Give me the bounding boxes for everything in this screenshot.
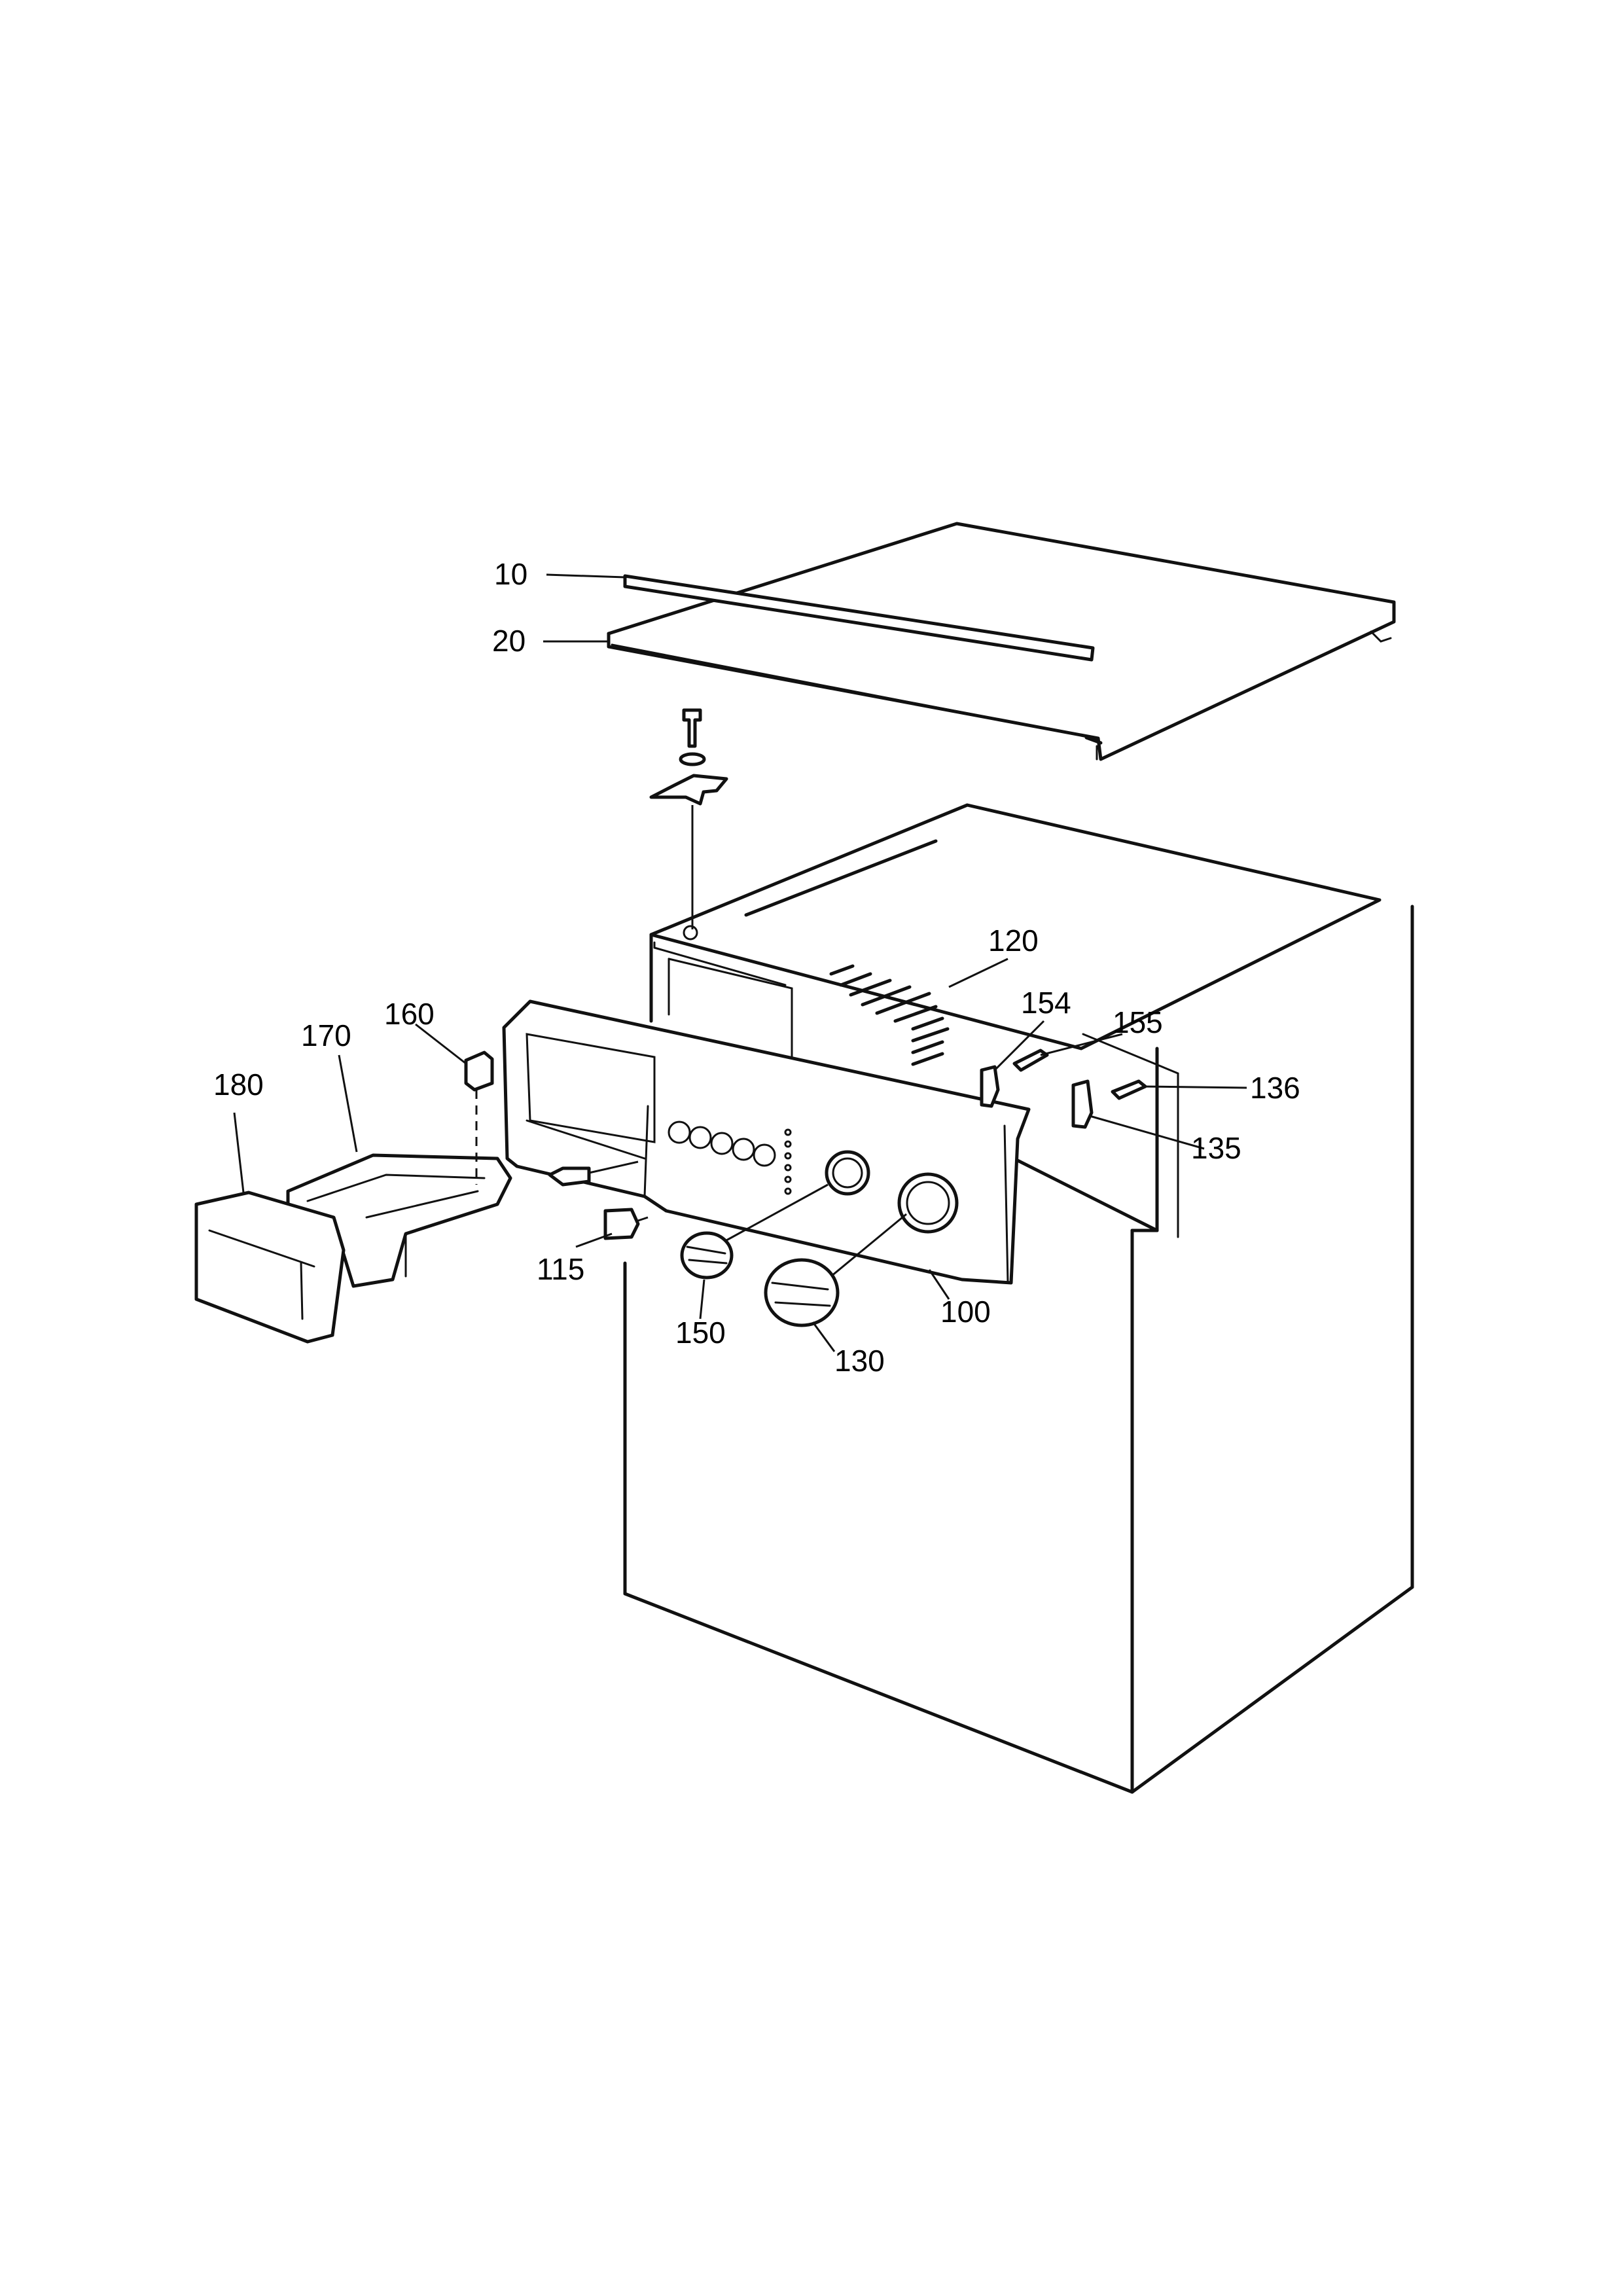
label-155: 155 [1113, 1005, 1163, 1039]
label-120: 120 [988, 924, 1039, 958]
knob-small [680, 1183, 829, 1280]
lid-screw-bracket [649, 708, 728, 929]
label-130: 130 [834, 1344, 885, 1378]
lamp-plug [603, 1208, 649, 1240]
part-labels: 10 20 120 154 155 136 135 100 130 150 11… [213, 557, 1300, 1378]
leader-lines [233, 573, 1247, 1352]
label-100: 100 [940, 1295, 991, 1329]
label-10: 10 [494, 557, 527, 591]
vent-grille [829, 964, 950, 1066]
control-panel [502, 999, 1031, 1285]
switch-154 [980, 1065, 1000, 1108]
label-135: 135 [1191, 1131, 1241, 1165]
label-150: 150 [675, 1316, 726, 1350]
siphon-cap [464, 1050, 494, 1185]
label-180: 180 [213, 1067, 264, 1102]
knob-large [764, 1213, 907, 1327]
lid-strip [623, 574, 1095, 662]
label-160: 160 [384, 997, 435, 1031]
drawer-front [194, 1191, 346, 1344]
label-20: 20 [492, 624, 526, 658]
pin-136 [1111, 1079, 1147, 1100]
label-115: 115 [537, 1252, 584, 1286]
cabinet-body [623, 803, 1414, 1794]
label-154: 154 [1021, 986, 1071, 1020]
pin-155 [1012, 1049, 1049, 1072]
label-136: 136 [1250, 1071, 1300, 1105]
label-170: 170 [301, 1018, 351, 1052]
panel-screw [548, 1160, 639, 1187]
switch-135 [1071, 1079, 1094, 1129]
